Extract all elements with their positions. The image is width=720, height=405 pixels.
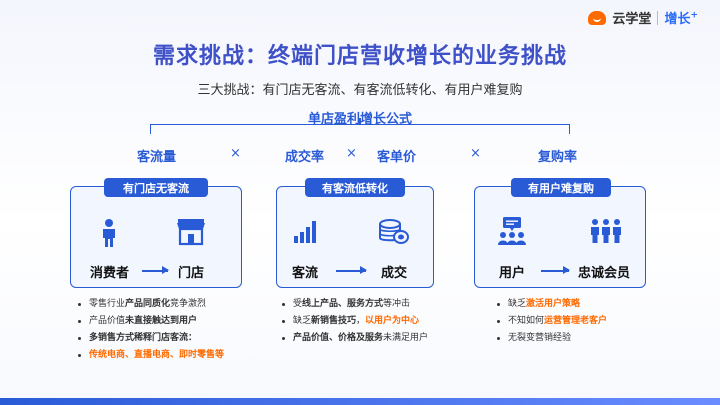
times-operator: × xyxy=(230,146,241,161)
bullet-dot-icon xyxy=(78,303,81,306)
bullet-dot-icon xyxy=(78,337,81,340)
bullet-dot-icon xyxy=(282,337,285,340)
bullet-item: 无裂变营销经验 xyxy=(497,330,607,347)
bullet-text: 不知如何 xyxy=(508,316,545,326)
storefront-icon xyxy=(177,219,205,246)
bullet-item: 产品价值、价格及服务未满足用户 xyxy=(282,330,428,347)
bullet-text: 运营管理老客户 xyxy=(544,316,608,326)
card-title: 有客流低转化 xyxy=(305,178,405,197)
card-from-label: 用户 xyxy=(499,266,526,281)
bullet-text: 产品价值、价格及服务 xyxy=(293,333,384,343)
card-to-label: 成交 xyxy=(381,266,408,281)
bullet-dot-icon xyxy=(497,303,500,306)
bullet-text: 缺乏 xyxy=(293,316,312,326)
bullet-text: 缺乏 xyxy=(508,299,527,309)
bullet-item: 缺乏激活用户策略 xyxy=(497,296,607,313)
logo-divider xyxy=(657,10,659,25)
person-icon xyxy=(103,219,115,247)
bullet-text: ， xyxy=(356,316,366,326)
bottom-accent-bar xyxy=(0,398,720,405)
bullet-dot-icon xyxy=(497,337,500,340)
bullet-text: 等冲击 xyxy=(383,299,411,309)
page-title: 需求挑战：终端门店营收增长的业务挑战 xyxy=(152,44,567,69)
cloud-logo-icon xyxy=(588,10,607,25)
bullet-item: 产品价值未直接触达到用户 xyxy=(78,313,224,330)
bullet-dot-icon xyxy=(282,320,285,323)
flow-arrow xyxy=(541,267,570,273)
bullet-text: 未直接触达到用户 xyxy=(125,316,198,326)
times-operator: × xyxy=(470,146,481,161)
formula-term-order-value: 客单价 xyxy=(377,150,417,165)
bullet-text: 新销售技巧 xyxy=(311,316,357,326)
formula-term-traffic: 客流量 xyxy=(137,150,177,165)
bullet-text: 零售行业 xyxy=(89,299,126,309)
card-from-label: 消费者 xyxy=(90,266,130,281)
bullet-dot-icon xyxy=(282,303,285,306)
formula-bracket xyxy=(150,124,570,134)
bullet-text: 线上产品、服务方式 xyxy=(302,299,384,309)
formula-term-conversion: 成交率 xyxy=(285,150,325,165)
product-name: 增长+ xyxy=(664,10,698,27)
bullet-item: 受线上产品、服务方式等冲击 xyxy=(282,296,428,313)
bullet-text: 无裂变营销经验 xyxy=(508,333,572,343)
brand-logo: 云学堂 增长+ xyxy=(588,8,698,27)
card-to-label: 门店 xyxy=(178,266,205,281)
coins-icon xyxy=(379,219,409,244)
bullet-dot-icon xyxy=(78,320,81,323)
bullet-item: 零售行业产品同质化竞争激烈 xyxy=(78,296,224,313)
bar-chart-icon xyxy=(294,221,316,243)
bullet-text: 产品价值 xyxy=(89,316,126,326)
flow-arrow xyxy=(336,267,367,273)
bullet-item: 不知如何运营管理老客户 xyxy=(497,313,607,330)
members-icon xyxy=(591,219,621,243)
bullet-text: 多销售方式稀释门店客流： xyxy=(89,333,198,343)
bullet-item: 多销售方式稀释门店客流： xyxy=(78,330,224,347)
bullet-dot-icon xyxy=(78,354,81,357)
bullet-text: 产品同质化 xyxy=(125,299,171,309)
user-group-chat-icon xyxy=(498,217,526,245)
bullet-text: 传统电商、直播电商、即时零售等 xyxy=(89,350,225,360)
bullet-item: 传统电商、直播电商、即时零售等 xyxy=(78,347,224,364)
bullet-list-conversion: 受线上产品、服务方式等冲击缺乏新销售技巧，以用户为中心产品价值、价格及服务未满足… xyxy=(282,296,428,347)
brand-name: 云学堂 xyxy=(612,12,652,27)
bullet-list-repurchase: 缺乏激活用户策略不知如何运营管理老客户无裂变营销经验 xyxy=(497,296,607,347)
bullet-list-traffic: 零售行业产品同质化竞争激烈产品价值未直接触达到用户多销售方式稀释门店客流：传统电… xyxy=(78,296,224,364)
bullet-dot-icon xyxy=(497,320,500,323)
formula-bracket-stem xyxy=(359,118,361,125)
flow-arrow xyxy=(142,267,169,273)
card-from-label: 客流 xyxy=(292,266,319,281)
bullet-text: 受 xyxy=(293,299,303,309)
bullet-text: 竞争激烈 xyxy=(170,299,207,309)
times-operator: × xyxy=(346,146,357,161)
bullet-item: 缺乏新销售技巧，以用户为中心 xyxy=(282,313,428,330)
card-title: 有门店无客流 xyxy=(104,178,208,197)
card-to-label: 忠诚会员 xyxy=(578,266,631,281)
bullet-text: 激活用户策略 xyxy=(526,299,581,309)
formula-term-repurchase: 复购率 xyxy=(538,150,578,165)
card-title: 有用户难复购 xyxy=(511,178,611,197)
page-subtitle: 三大挑战：有门店无客流、有客流低转化、有用户难复购 xyxy=(197,83,523,98)
bullet-text: 未满足用户 xyxy=(383,333,429,343)
bullet-text: 以用户为中心 xyxy=(365,316,420,326)
